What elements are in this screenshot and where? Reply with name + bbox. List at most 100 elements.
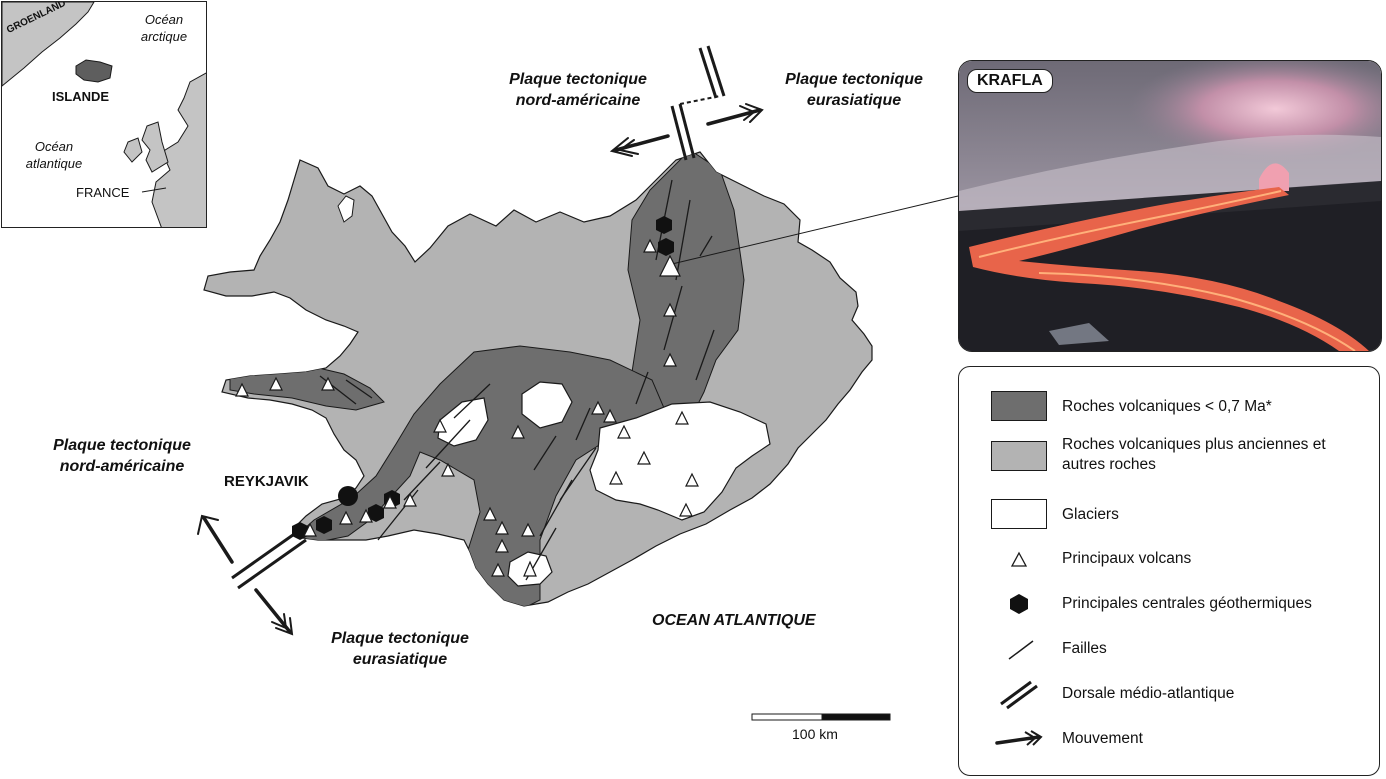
- glacier-hofsjokull: [521, 381, 573, 429]
- volcano-marker: [685, 472, 699, 487]
- krafla-photo: KRAFLA: [958, 60, 1382, 352]
- volcano-marker: [609, 470, 623, 485]
- volcano-marker: [403, 492, 417, 507]
- legend-symbol-geothermal-icon: [1010, 594, 1028, 614]
- movement-arrow-southwest-down: [254, 588, 294, 636]
- movement-arrow-southwest-up: [197, 514, 234, 564]
- volcano-marker: [663, 352, 677, 367]
- inset-britain-shape: [141, 121, 169, 173]
- legend-text-volcano: Principaux volcans: [1062, 550, 1192, 567]
- volcano-marker: [523, 560, 537, 577]
- volcano-marker: [339, 510, 353, 525]
- reykjavik-label: REYKJAVIK: [224, 473, 309, 490]
- glacier-drangajokull: [337, 195, 355, 223]
- inset-france-pointer: [141, 187, 167, 193]
- volcano-marker: [603, 408, 617, 423]
- legend-text-fault: Failles: [1062, 640, 1107, 657]
- legend-symbol-young-rock: [991, 391, 1047, 421]
- fault-line: [663, 285, 683, 351]
- scale-bar: [751, 713, 891, 721]
- plate-north-american-label-left: Plaque tectonique nord-américaine: [53, 437, 191, 475]
- legend-row-ridge: Dorsale médio-atlantique: [959, 678, 1379, 718]
- mid-atlantic-ridge: [231, 45, 726, 590]
- legend-row-volcano: Principaux volcans: [959, 543, 1379, 583]
- inset-atlantic-label: Océan atlantique: [25, 139, 83, 171]
- legend-symbol-ridge-icon: [1000, 680, 1038, 710]
- volcano-marker: [591, 400, 605, 415]
- legend-symbol-movement-arrow-icon: [995, 730, 1043, 746]
- fault-line: [675, 199, 691, 281]
- fault-line: [635, 371, 649, 405]
- volcano-marker: [675, 410, 689, 425]
- ridge-line: [706, 45, 726, 97]
- inset-france-label: FRANCE: [76, 185, 130, 200]
- fault-line: [699, 235, 713, 257]
- volcano-marker: [617, 424, 631, 439]
- volcano-marker-krafla: [659, 254, 681, 277]
- movement-arrows: [197, 103, 764, 636]
- legend-row-young-rock: Roches volcaniques < 0,7 Ma*: [959, 389, 1379, 429]
- plate-eurasian-label-bottom: Plaque tectonique eurasiatique: [331, 630, 469, 668]
- volcano-marker: [679, 502, 693, 517]
- legend-text-young-rock: Roches volcaniques < 0,7 Ma*: [1062, 398, 1272, 415]
- ridge-line: [231, 528, 301, 580]
- inset-arctic-label: Océan arctique: [140, 12, 188, 44]
- ridge-line: [678, 103, 696, 159]
- fault-line: [575, 407, 591, 441]
- legend-symbol-fault-icon: [1008, 640, 1034, 660]
- ocean-atlantic-label: OCEAN ATLANTIQUE: [652, 612, 816, 629]
- movement-arrow-northwest: [609, 134, 670, 157]
- legend-row-old-rock: Roches volcaniques plus anciennes et aut…: [959, 435, 1379, 483]
- legend-panel: Roches volcaniques < 0,7 Ma* Roches volc…: [958, 366, 1380, 776]
- inset-iceland-shape: [75, 59, 113, 83]
- fault-line: [425, 419, 471, 469]
- fault-line: [539, 479, 573, 537]
- legend-row-glacier: Glaciers: [959, 497, 1379, 537]
- volcano-marker: [521, 522, 535, 537]
- volcano-marker: [495, 520, 509, 535]
- inset-iceland-label: ISLANDE: [52, 89, 110, 104]
- volcano-marker: [637, 450, 651, 465]
- fault-line: [533, 435, 557, 471]
- volcano-marker: [235, 382, 249, 397]
- volcanoes: [235, 238, 699, 577]
- krafla-pointer-line: [671, 195, 959, 265]
- young-rock-zones: [229, 152, 745, 606]
- geothermal-plant-marker: [658, 238, 674, 256]
- plate-eurasian-label-top: Plaque tectonique eurasiatique: [785, 71, 923, 109]
- volcano-marker: [383, 494, 397, 509]
- volcano-marker: [495, 538, 509, 553]
- inset-greenland-shape: [2, 2, 95, 87]
- legend-text-movement: Mouvement: [1062, 730, 1143, 747]
- legend-text-glacier: Glaciers: [1062, 506, 1119, 523]
- legend-symbol-glacier: [991, 499, 1047, 529]
- fault-line: [695, 329, 715, 381]
- glacier-langjokull: [437, 397, 489, 447]
- geothermal-plant-marker: [316, 516, 332, 534]
- plate-north-american-label-top: Plaque tectonique nord-américaine: [509, 71, 647, 109]
- ridge-transform-dashed: [679, 95, 721, 105]
- volcano-marker: [663, 302, 677, 317]
- reykjavik-dot: [338, 486, 358, 506]
- legend-row-geothermal: Principales centrales géothermiques: [959, 588, 1379, 628]
- volcano-marker: [483, 506, 497, 521]
- volcano-marker: [643, 238, 657, 253]
- volcano-marker: [359, 508, 373, 523]
- ridge-line: [670, 105, 688, 161]
- fault-line: [345, 379, 373, 399]
- volcano-marker: [441, 462, 455, 477]
- location-inset-map: GROENLAND Océan arctique ISLANDE Océan a…: [1, 1, 207, 228]
- legend-text-geothermal: Principales centrales géothermiques: [1062, 595, 1312, 612]
- volcano-marker: [321, 376, 335, 391]
- krafla-eruption-image: [959, 61, 1381, 351]
- legend-text-old-rock: Roches volcaniques plus anciennes et aut…: [1062, 436, 1326, 473]
- geothermal-plant-marker: [656, 216, 672, 234]
- volcano-marker: [303, 522, 317, 537]
- inset-map-svg: [2, 2, 206, 227]
- movement-arrow-northeast: [706, 103, 764, 126]
- scale-bar-label: 100 km: [792, 726, 838, 742]
- fault-line: [453, 383, 491, 419]
- krafla-photo-label: KRAFLA: [967, 69, 1053, 93]
- legend-text-ridge: Dorsale médio-atlantique: [1062, 685, 1235, 702]
